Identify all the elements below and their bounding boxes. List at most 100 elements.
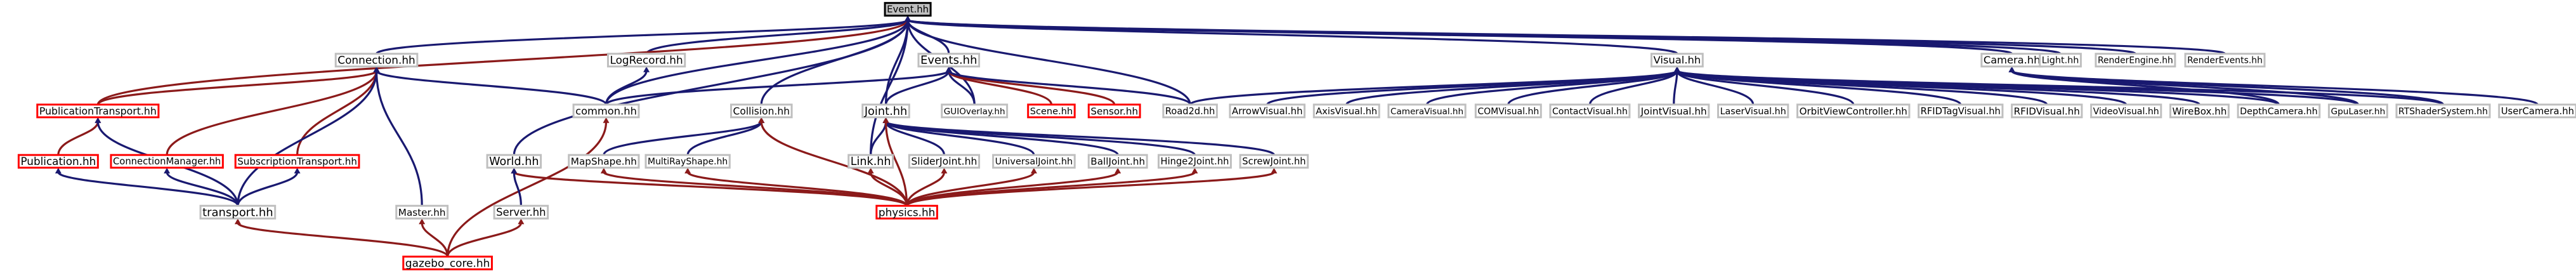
node-comvisual-hh[interactable]: COMVisual.hh	[1474, 103, 1542, 119]
node-light-hh[interactable]: Light.hh	[2039, 53, 2082, 68]
node-box	[847, 154, 894, 169]
node-box	[1229, 103, 1306, 119]
node-multirayshape-hh[interactable]: MultiRayShape.hh	[644, 154, 731, 169]
node-label: Connection.hh	[337, 54, 415, 67]
node-label: Events.hh	[920, 54, 977, 67]
node-publication-hh[interactable]: Publication.hh	[17, 154, 99, 169]
node-orbitviewcontroller-hh[interactable]: OrbitViewController.hh	[1796, 103, 1911, 119]
edge-connection-to-publicationtransport	[96, 66, 380, 105]
node-label: WireBox.hh	[2173, 105, 2227, 117]
node-box	[606, 53, 686, 68]
edge-server-to-gazebo-core	[447, 218, 525, 257]
node-box	[2039, 53, 2082, 68]
node-label: gazebo_core.hh	[405, 256, 490, 270]
node-wirebox-hh[interactable]: WireBox.hh	[2169, 103, 2230, 119]
edge-common-to-gazebo-core	[447, 117, 610, 257]
node-events-hh[interactable]: Events.hh	[917, 53, 981, 68]
node-logrecord-hh[interactable]: LogRecord.hh	[606, 53, 686, 68]
node-box	[2090, 103, 2162, 119]
node-box	[2395, 103, 2491, 119]
node-label: COMVisual.hh	[1477, 107, 1539, 117]
node-depthcamera-hh[interactable]: DepthCamera.hh	[2237, 103, 2321, 119]
node-label: Master.hh	[398, 207, 446, 218]
node-subscriptiontransport-hh[interactable]: SubscriptionTransport.hh	[234, 154, 360, 169]
node-common-hh[interactable]: common.hh	[572, 103, 640, 119]
node-guioverlay-hh[interactable]: GUIOverlay.hh	[941, 103, 1009, 119]
node-world-hh[interactable]: World.hh	[486, 154, 542, 169]
node-renderengine-hh[interactable]: RenderEngine.hh	[2095, 53, 2176, 68]
node-gpulaser-hh[interactable]: GpuLaser.hh	[2327, 103, 2388, 119]
node-camera-hh[interactable]: Camera.hh	[1980, 53, 2043, 68]
node-box	[1027, 103, 1076, 119]
node-renderevents-hh[interactable]: RenderEvents.hh	[2184, 53, 2266, 68]
node-box	[234, 154, 360, 169]
node-hinge2joint-hh[interactable]: Hinge2Joint.hh	[1158, 154, 1232, 169]
node-axisvisual-hh[interactable]: AxisVisual.hh	[1312, 103, 1380, 119]
node-gazebo-core-hh[interactable]: gazebo_core.hh	[402, 255, 493, 270]
edge-visual-to-orbitviewcontroller	[1673, 66, 1855, 105]
edge-universaljoint-to-physics	[906, 168, 1037, 206]
node-videovisual-hh[interactable]: VideoVisual.hh	[2090, 103, 2162, 119]
node-label: Joint.hh	[864, 105, 907, 118]
node-label: transport.hh	[202, 206, 273, 219]
node-contactvisual-hh[interactable]: ContactVisual.hh	[1549, 103, 1631, 119]
node-sliderjoint-hh[interactable]: SliderJoint.hh	[908, 154, 981, 169]
edge-logrecord-to-common	[605, 66, 650, 105]
node-publicationtransport-hh[interactable]: PublicationTransport.hh	[36, 103, 160, 119]
node-label: Hinge2Joint.hh	[1161, 156, 1229, 167]
node-label: physics.hh	[879, 206, 935, 218]
node-connectionmanager-hh[interactable]: ConnectionManager.hh	[110, 154, 224, 169]
node-label: CameraVisual.hh	[1390, 107, 1463, 117]
node-label: SliderJoint.hh	[911, 155, 977, 168]
node-box	[1387, 103, 1467, 119]
node-collision-hh[interactable]: Collision.hh	[730, 103, 793, 119]
edge-multirayshape-to-physics	[684, 168, 908, 207]
node-sensor-hh[interactable]: Sensor.hh	[1087, 103, 1141, 119]
node-server-hh[interactable]: Server.hh	[493, 204, 549, 220]
edge-master-to-gazebo-core	[419, 218, 449, 257]
node-label: PublicationTransport.hh	[39, 105, 157, 117]
node-universaljoint-hh[interactable]: UniversalJoint.hh	[992, 154, 1076, 169]
edge-sliderjoint-to-physics	[906, 168, 948, 206]
node-box	[110, 154, 224, 169]
node-physics-hh[interactable]: physics.hh	[875, 204, 938, 220]
node-box	[2327, 103, 2388, 119]
node-box	[917, 53, 981, 68]
node-joint-hh[interactable]: Joint.hh	[861, 103, 910, 119]
node-box	[1312, 103, 1380, 119]
edge-hinge2joint-to-physics	[906, 168, 1198, 207]
node-label: BallJoint.hh	[1090, 156, 1145, 168]
node-master-hh[interactable]: Master.hh	[395, 204, 449, 220]
node-road2d-hh[interactable]: Road2d.hh	[1162, 103, 1218, 119]
node-rtshadersystem-hh[interactable]: RTShaderSystem.hh	[2395, 103, 2491, 119]
edge-joint-to-physics	[882, 117, 908, 206]
node-link-hh[interactable]: Link.hh	[847, 154, 894, 169]
node-jointvisual-hh[interactable]: JointVisual.hh	[1638, 103, 1710, 119]
edge-joint-to-universaljoint	[882, 117, 1035, 155]
edge-collision-to-physics	[758, 117, 908, 206]
edge-visual-to-rtshadersystem	[1673, 66, 2445, 106]
node-label: Road2d.hh	[1165, 106, 1215, 117]
node-balljoint-hh[interactable]: BallJoint.hh	[1087, 154, 1148, 169]
edge-connection-to-connectionmanager	[166, 66, 380, 155]
edge-publicationtransport-to-publication	[57, 117, 101, 155]
node-connection-hh[interactable]: Connection.hh	[334, 53, 419, 68]
node-laservisual-hh[interactable]: LaserVisual.hh	[1717, 103, 1789, 119]
node-visual-hh[interactable]: Visual.hh	[1650, 53, 1704, 68]
node-cameravisual-hh[interactable]: CameraVisual.hh	[1387, 103, 1467, 119]
node-rfidvisual-hh[interactable]: RFIDVisual.hh	[2011, 103, 2083, 119]
node-mapshape-hh[interactable]: MapShape.hh	[568, 154, 640, 169]
node-box	[1158, 154, 1232, 169]
node-box	[1918, 103, 2004, 119]
edge-connection-to-subscriptiontransport	[296, 66, 380, 155]
node-label: World.hh	[489, 155, 539, 168]
node-transport-hh[interactable]: transport.hh	[199, 204, 277, 220]
node-screwjoint-hh[interactable]: ScrewJoint.hh	[1239, 154, 1309, 169]
node-label: RenderEngine.hh	[2098, 56, 2173, 66]
node-label: UserCamera.hh	[2501, 106, 2574, 117]
node-rfidtagvisual-hh[interactable]: RFIDTagVisual.hh	[1918, 103, 2004, 119]
node-usercamera-hh[interactable]: UserCamera.hh	[2498, 103, 2576, 119]
node-arrowvisual-hh[interactable]: ArrowVisual.hh	[1229, 103, 1306, 119]
node-label: Collision.hh	[733, 105, 790, 117]
node-scene-hh[interactable]: Scene.hh	[1027, 103, 1076, 119]
